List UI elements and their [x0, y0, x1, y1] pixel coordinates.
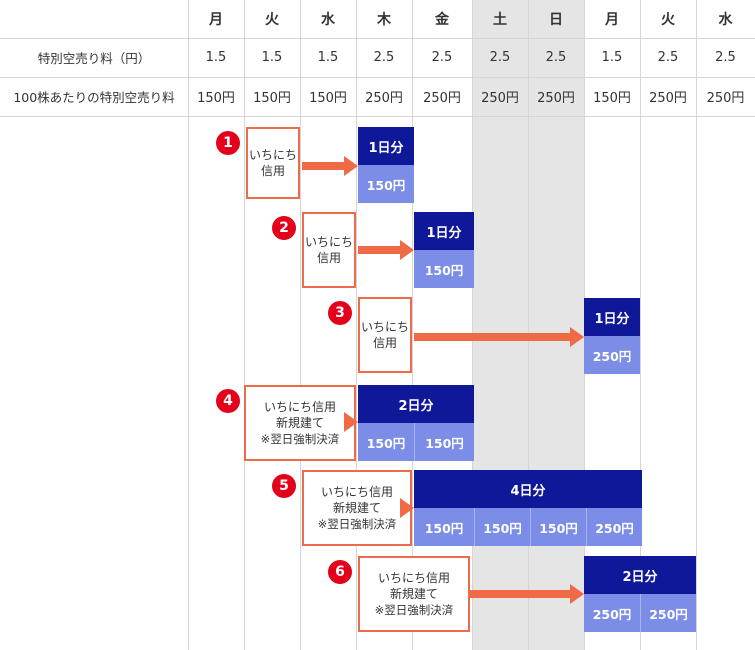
- daily-fee-cell: 250円: [584, 336, 640, 374]
- forced-settlement-note: ※翌日強制決済: [260, 432, 340, 446]
- grid-vline: [640, 0, 641, 650]
- grid-hline: [0, 116, 755, 117]
- fee-cell: 2.5: [489, 50, 511, 65]
- row-label: 100株あたりの特別空売り料: [13, 90, 175, 105]
- trade-type-line: 信用: [316, 251, 341, 265]
- grid-vline: [412, 0, 413, 650]
- fee-cell: 2.5: [373, 50, 395, 65]
- trade-type-box: いちにち信用新規建て ※翌日強制決済: [244, 385, 356, 461]
- arrow-head: [400, 498, 414, 518]
- daily-fee-cell: 150円: [474, 508, 530, 546]
- day-header: 日: [549, 12, 563, 28]
- trade-type-line: いちにち: [360, 320, 409, 334]
- days-count-bar: 1日分: [584, 298, 640, 336]
- days-count-bar: 1日分: [358, 127, 414, 165]
- fee-cell: 250円: [706, 91, 745, 106]
- trade-type-box: いちにち信用: [246, 127, 300, 199]
- day-header: 月: [209, 12, 223, 28]
- fee-cell: 2.5: [545, 50, 567, 65]
- days-count-bar: 1日分: [414, 212, 474, 250]
- forced-settlement-note: ※翌日強制決済: [317, 517, 397, 531]
- daily-fee-cell: 150円: [358, 423, 414, 461]
- grid-vline: [300, 0, 301, 650]
- trade-type-line: いちにち信用: [377, 571, 450, 585]
- example-number-badge: 1: [216, 131, 240, 155]
- example-number-badge: 5: [272, 474, 296, 498]
- arrow-head: [344, 412, 358, 432]
- trade-type-line: いちにち信用: [320, 485, 393, 499]
- fee-cell: 250円: [649, 91, 687, 106]
- fee-cell: 1.5: [205, 50, 227, 65]
- arrow-head: [400, 240, 414, 260]
- trade-type-box: いちにち信用新規建て ※翌日強制決済: [302, 470, 412, 546]
- daily-fee-cell: 250円: [586, 508, 642, 546]
- trade-type-line: 新規建て: [332, 501, 381, 515]
- daily-fee-cell: 150円: [414, 423, 474, 461]
- day-header: 火: [661, 12, 675, 28]
- grid-vline: [528, 0, 529, 650]
- forced-settlement-note: ※翌日強制決済: [374, 603, 454, 617]
- daily-fee-cell: 250円: [584, 594, 640, 632]
- daily-fee-cell: 150円: [358, 165, 414, 203]
- grid-vline: [696, 0, 697, 650]
- fee-cell: 2.5: [657, 50, 679, 65]
- fee-cell: 2.5: [431, 50, 453, 65]
- day-header: 月: [605, 12, 619, 28]
- fee-cell: 2.5: [715, 50, 736, 65]
- arrow-shaft: [414, 333, 570, 341]
- arrow-head: [344, 156, 358, 176]
- fee-cell: 1.5: [261, 50, 283, 65]
- days-count-bar: 4日分: [414, 470, 642, 508]
- fee-cell: 1.5: [601, 50, 623, 65]
- trade-type-line: 信用: [260, 164, 285, 178]
- fee-cell: 250円: [537, 91, 575, 106]
- fee-cell: 150円: [253, 91, 291, 106]
- fee-cell: 150円: [309, 91, 347, 106]
- fee-cell: 150円: [593, 91, 631, 106]
- trade-type-line: いちにち: [248, 148, 297, 162]
- arrow-head: [570, 327, 584, 347]
- grid-vline: [188, 0, 189, 650]
- arrow-shaft: [358, 246, 400, 254]
- days-count-bar: 2日分: [584, 556, 696, 594]
- daily-fee-cell: 150円: [414, 508, 474, 546]
- fee-cell: 1.5: [317, 50, 339, 65]
- daily-fee-cell: 250円: [640, 594, 696, 632]
- day-header: 火: [265, 12, 279, 28]
- trade-type-line: いちにち信用: [263, 400, 336, 414]
- grid-vline: [472, 0, 473, 650]
- day-header: 土: [493, 12, 507, 28]
- grid-vline: [244, 0, 245, 650]
- day-header: 金: [435, 12, 449, 28]
- fee-cell: 250円: [481, 91, 519, 106]
- trade-type-line: いちにち: [304, 235, 353, 249]
- example-number-badge: 4: [216, 389, 240, 413]
- grid-hline: [0, 38, 755, 39]
- grid-vline: [356, 0, 357, 650]
- day-header: 木: [377, 12, 391, 28]
- arrow-shaft: [470, 590, 570, 598]
- fee-cell: 250円: [423, 91, 461, 106]
- fee-cell: 250円: [365, 91, 403, 106]
- daily-fee-cell: 150円: [530, 508, 586, 546]
- day-header: 水: [321, 12, 335, 28]
- day-header: 水: [718, 12, 733, 28]
- arrow-shaft: [302, 162, 344, 170]
- trade-type-line: 新規建て: [389, 587, 438, 601]
- trade-type-box: いちにち信用: [358, 297, 412, 373]
- fee-cell: 150円: [197, 91, 235, 106]
- trade-type-line: 新規建て: [275, 416, 324, 430]
- days-count-bar: 2日分: [358, 385, 474, 423]
- grid-hline: [0, 77, 755, 78]
- trade-type-box: いちにち信用新規建て ※翌日強制決済: [358, 556, 470, 632]
- trade-type-line: 信用: [372, 336, 397, 350]
- example-number-badge: 3: [328, 301, 352, 325]
- daily-fee-cell: 150円: [414, 250, 474, 288]
- trade-type-box: いちにち信用: [302, 212, 356, 288]
- row-label: 特別空売り料（円）: [37, 51, 151, 66]
- arrow-head: [570, 584, 584, 604]
- example-number-badge: 2: [272, 216, 296, 240]
- example-number-badge: 6: [328, 560, 352, 584]
